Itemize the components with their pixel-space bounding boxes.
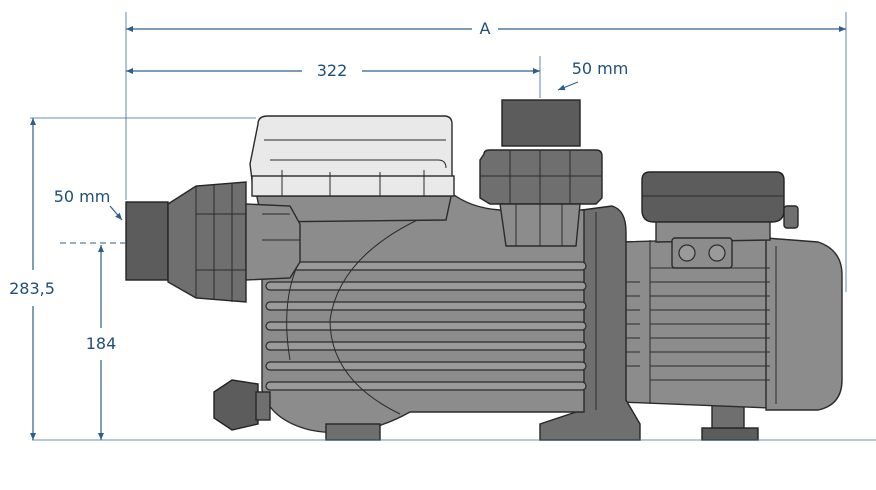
motor-end-cap [765, 237, 843, 411]
discharge-pipe [501, 99, 581, 147]
discharge-diameter-label: 50 mm [572, 59, 629, 78]
suction-spigot [245, 203, 301, 281]
discharge-union-nut [479, 149, 603, 205]
suction-diameter-leader [109, 205, 123, 221]
motor-fins [649, 240, 770, 404]
drain-plug [213, 379, 259, 431]
terminal-screw-left [678, 244, 696, 262]
bracket-slots [626, 281, 640, 367]
motor-foot-plate [701, 427, 759, 441]
volute-foot [325, 423, 381, 441]
dimension-322-label: 322 [317, 61, 348, 80]
suction-diameter-label: 50 mm [54, 187, 111, 206]
discharge-diameter-leader [557, 81, 579, 91]
dimension-axis-height-label: 184 [86, 334, 117, 353]
suction-pipe [125, 201, 169, 281]
dimension-annotations: A 322 50 mm 50 mm 283,5 184 [9, 12, 876, 441]
volute-ribs [265, 261, 587, 391]
terminal-screw-right [708, 244, 726, 262]
cable-gland [783, 205, 799, 229]
suction-union-nut [167, 181, 247, 303]
pump-illustration [125, 99, 843, 441]
dimension-total-height-label: 283,5 [9, 279, 55, 298]
dimension-a-label: A [480, 19, 491, 38]
terminal-box [641, 171, 785, 223]
